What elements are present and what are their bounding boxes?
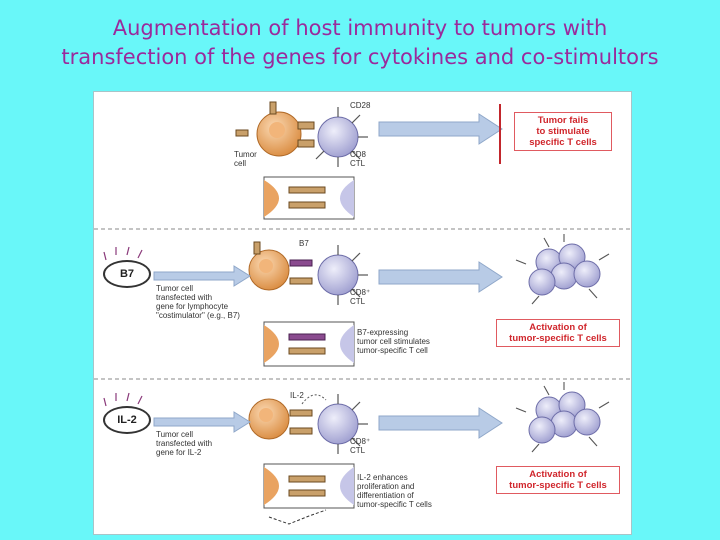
arrow-2a [153, 265, 251, 287]
il2-inset-note-line-1: IL-2 enhances [357, 473, 408, 482]
b7-inset-note-line-1: B7-expressing [357, 328, 409, 337]
b7-badge: B7 [103, 260, 151, 288]
arrow-3a [153, 411, 251, 433]
il2-transfection-label-line-1: Tumor cell [156, 430, 194, 439]
il2-inset-note-line-2: proliferation and [357, 482, 415, 491]
diagram-graphics [94, 101, 631, 525]
cd8-label-line-2: CTL [350, 446, 366, 455]
il2-inset-note: IL-2 enhances proliferation and differen… [357, 473, 432, 509]
b7-transfection-label-line-3: gene for lymphocyte [156, 302, 229, 311]
slide-title: Augmentation of host immunity to tumors … [0, 14, 720, 72]
cd8-label: CD8⁺ CTL [350, 288, 370, 306]
cd8-label-line-2: CTL [350, 159, 366, 168]
b7-transfection-label-line-4: "costimulator" (e.g., B7) [156, 311, 240, 320]
il2-transfection-label-line-2: transfected with [156, 439, 213, 448]
b7-inset-note-line-3: tumor-specific T cell [357, 346, 428, 355]
il2-transfection-label-line-3: gene for IL-2 [156, 448, 202, 457]
b7-label: B7 [299, 239, 309, 248]
b7-transfection-label-line-2: transfected with [156, 293, 213, 302]
result-box-3-line-2: tumor-specific T cells [509, 480, 607, 491]
il2-badge: IL-2 [103, 406, 151, 434]
cd8-label-line-1: CD8⁺ [350, 288, 371, 297]
result-box-2: Activation of tumor-specific T cells [496, 319, 620, 347]
cd8-label-line-1: CD8 [350, 150, 367, 159]
activated-t-cells-icon [515, 382, 610, 453]
arrow-2b [378, 261, 503, 293]
result-box-1-line-3: specific T cells [529, 137, 597, 148]
diagram-figure: CD28 Tumor cell CD8 CTL Tumor fails to s… [93, 91, 632, 535]
slide-title-line-2: transfection of the genes for cytokines … [61, 45, 659, 69]
result-box-1-line-1: Tumor fails [537, 115, 589, 126]
activated-t-cells-icon [515, 234, 610, 305]
result-box-1-line-2: to stimulate [536, 126, 590, 137]
result-box-3-line-1: Activation of [529, 469, 587, 480]
cd28-label: CD28 [350, 101, 371, 110]
cd8-label-line-2: CTL [350, 297, 366, 306]
il2-transfection-label: Tumor cell transfected with gene for IL-… [156, 430, 212, 457]
il2-inset-note-line-3: differentiation of [357, 491, 414, 500]
tumor-cell-label-line-1: Tumor [234, 150, 257, 159]
b7-inset-note-line-2: tumor cell stimulates [357, 337, 430, 346]
result-box-2-line-2: tumor-specific T cells [509, 333, 607, 344]
tumor-cell-label-line-2: cell [234, 159, 247, 168]
cd8-label: CD8⁺ CTL [350, 437, 370, 455]
result-box-1: Tumor fails to stimulate specific T cell… [514, 112, 612, 151]
b7-transfection-label: Tumor cell transfected with gene for lym… [156, 284, 240, 320]
il2-inset-note-line-4: tumor-specific T cells [357, 500, 432, 509]
panel-2-graphics [103, 234, 610, 367]
b7-transfection-label-line-1: Tumor cell [156, 284, 194, 293]
panel-1-graphics [235, 101, 503, 220]
result-box-2-line-1: Activation of [529, 322, 587, 333]
cd8-label: CD8 CTL [350, 150, 366, 168]
arrow-1 [378, 113, 503, 145]
arrow-3b [378, 407, 503, 439]
slide-title-line-1: Augmentation of host immunity to tumors … [112, 16, 608, 40]
panel-3-graphics [103, 382, 610, 525]
b7-inset-note: B7-expressing tumor cell stimulates tumo… [357, 328, 430, 355]
cd8-label-line-1: CD8⁺ [350, 437, 371, 446]
result-box-3: Activation of tumor-specific T cells [496, 466, 620, 494]
tumor-cell-label: Tumor cell [234, 150, 257, 168]
il2-label: IL-2 [290, 391, 304, 400]
